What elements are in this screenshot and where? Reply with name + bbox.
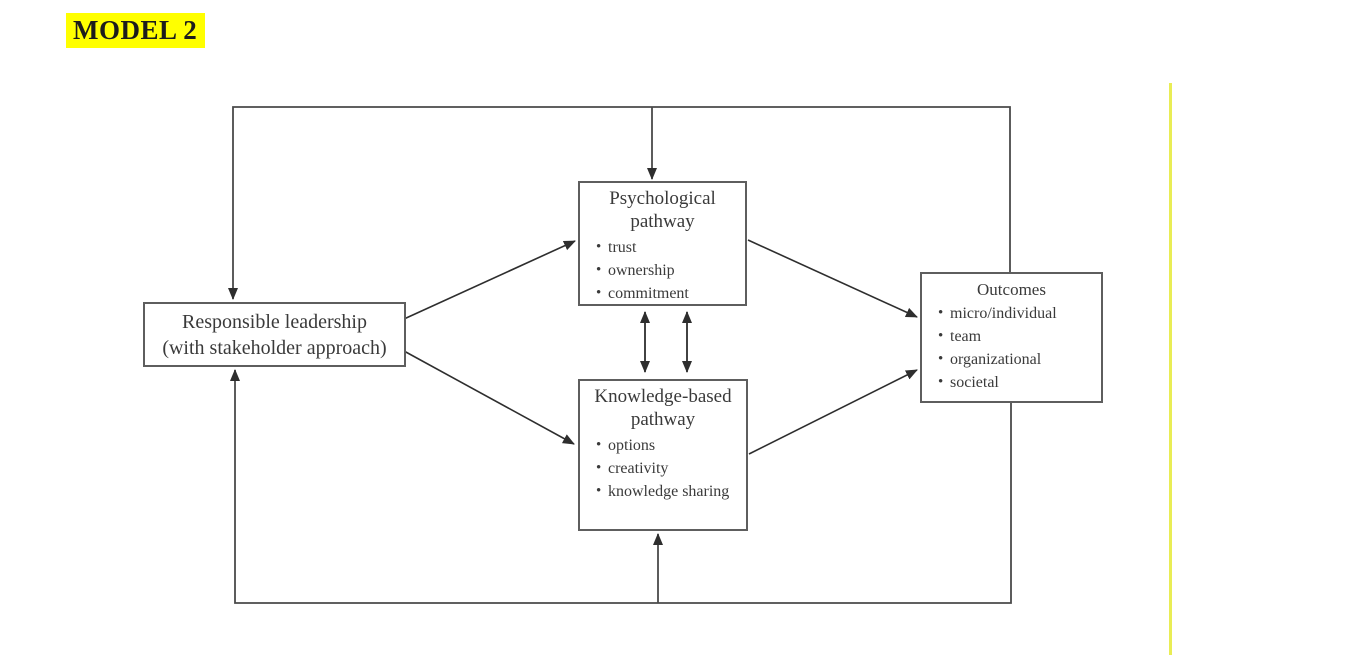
list-item: • knowledge sharing [580, 480, 746, 503]
bullet-icon: • [596, 238, 602, 255]
list-item: • organizational [922, 348, 1101, 371]
bullet-icon: • [596, 482, 602, 499]
edge-leadership-to-knowledge [403, 350, 575, 445]
bullet-label: team [950, 328, 982, 346]
bullet-icon: • [596, 284, 602, 301]
bullet-icon: • [938, 351, 944, 368]
bullet-label: micro/individual [950, 305, 1057, 323]
bullet-label: knowledge sharing [608, 482, 730, 500]
bullet-icon: • [596, 261, 602, 278]
bullet-icon: • [938, 305, 944, 322]
edge-feedback-bottom-to-leadership [230, 369, 1012, 604]
bullet-label: options [608, 436, 656, 454]
bullet-label: societal [950, 374, 999, 392]
box-title: Psychological pathway [609, 188, 716, 232]
list-item: • societal [922, 371, 1101, 394]
bullet-label: ownership [608, 261, 675, 279]
knowledge-based-pathway-box: Knowledge-based pathway • options • crea… [578, 379, 748, 531]
bullet-icon: • [938, 328, 944, 345]
outcomes-box: Outcomes • micro/individual • team • org… [920, 272, 1103, 403]
bullet-label: creativity [608, 459, 669, 477]
edge-knowledge-to-outcomes [748, 369, 918, 455]
edge-leadership-to-psychological [403, 240, 576, 320]
bullet-icon: • [938, 374, 944, 391]
bullet-icon: • [596, 459, 602, 476]
list-item: • creativity [580, 457, 746, 480]
list-item: • trust [580, 236, 745, 259]
page-title: MODEL 2 [66, 13, 206, 49]
psychological-pathway-box: Psychological pathway • trust • ownershi… [578, 181, 747, 306]
box-title: Outcomes [977, 280, 1046, 299]
box-title: Knowledge-based pathway [594, 386, 732, 430]
bullet-label: commitment [608, 284, 689, 302]
list-item: • team [922, 325, 1101, 348]
list-item: • options [580, 434, 746, 457]
bullet-list: • options • creativity • knowledge shari… [580, 434, 746, 503]
page-margin-highlight-line [1169, 83, 1172, 655]
box-title: Responsible leadership (with stakeholder… [162, 310, 387, 359]
bullet-label: organizational [950, 351, 1042, 369]
responsible-leadership-box: Responsible leadership (with stakeholder… [143, 302, 406, 367]
edge-psychological-to-outcomes [747, 239, 918, 318]
list-item: • commitment [580, 282, 745, 305]
edge-feedback-top-to-leadership [228, 106, 1011, 300]
bullet-icon: • [596, 436, 602, 453]
list-item: • ownership [580, 259, 745, 282]
list-item: • micro/individual [922, 302, 1101, 325]
bullet-label: trust [608, 238, 637, 256]
bullet-list: • micro/individual • team • organization… [922, 302, 1101, 394]
bullet-list: • trust • ownership • commitment [580, 236, 745, 305]
